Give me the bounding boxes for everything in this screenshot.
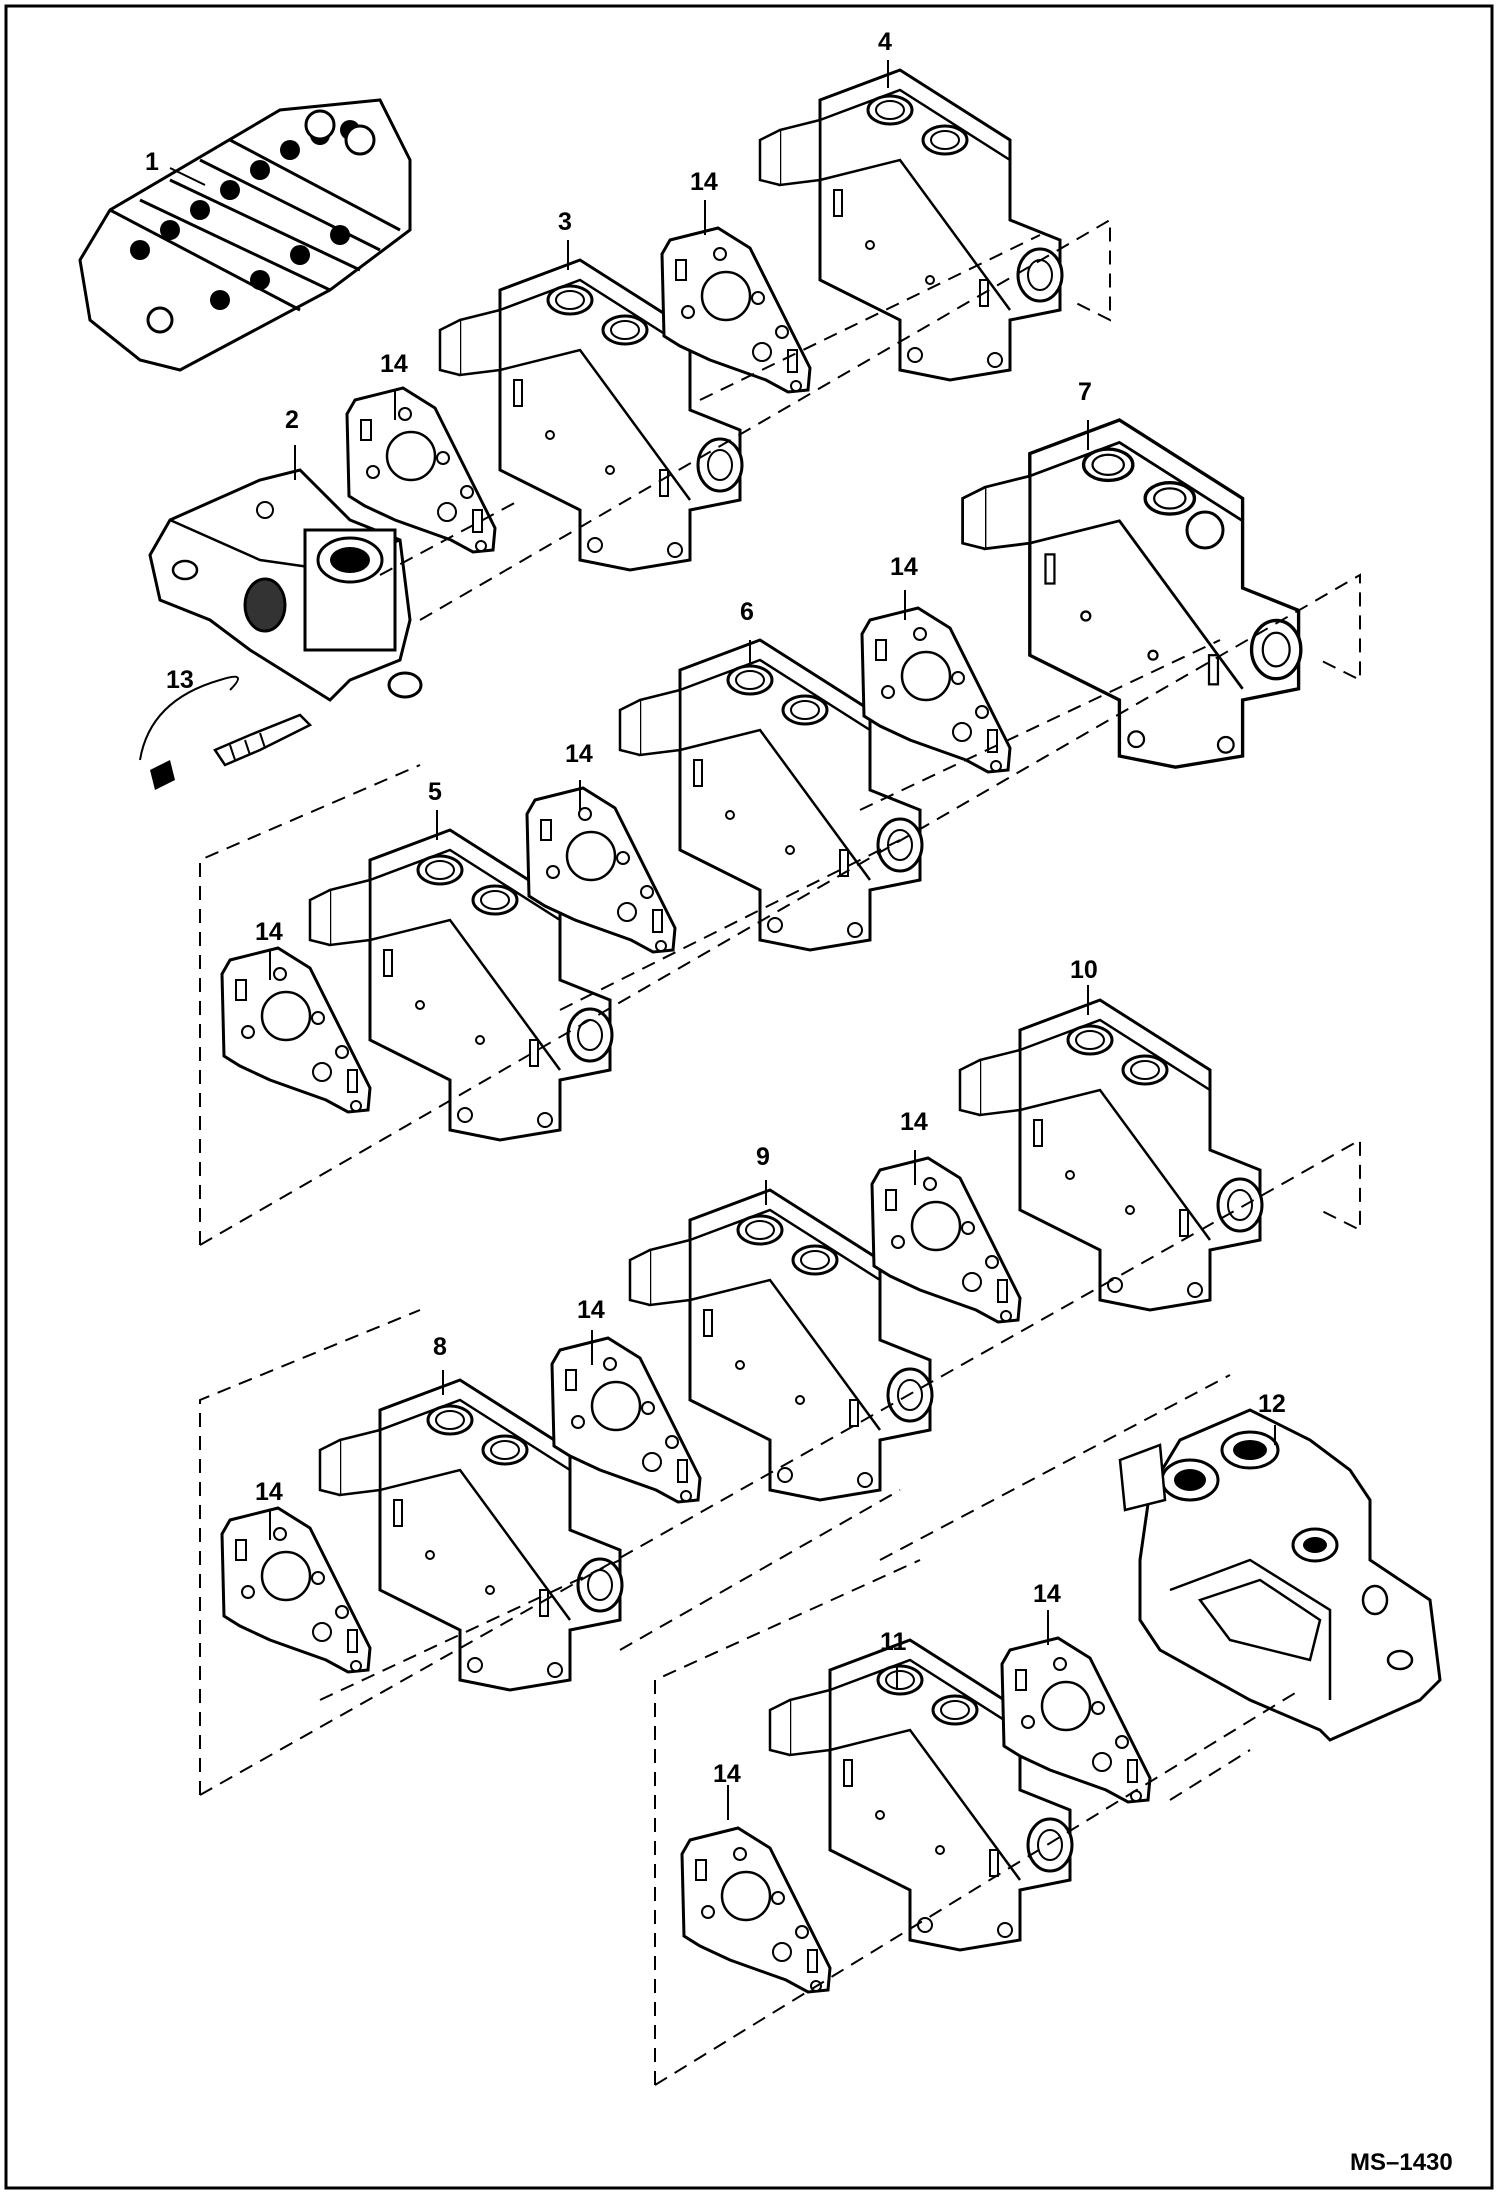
callout-14-e: 14 [255,918,283,946]
callout-9: 9 [756,1143,770,1171]
callout-14-h: 14 [255,1478,283,1506]
gasket-item-14-g [550,1336,702,1504]
gasket-item-14-d [860,606,1012,774]
callout-5: 5 [428,778,442,806]
valve-section-item-7 [960,418,1303,769]
gasket-item-14-e [220,946,372,1114]
callout-14-f: 14 [900,1108,928,1136]
relief-valve-item-13 [139,675,313,790]
inlet-section-item-2 [148,468,423,702]
diagram-code: MS–1430 [1350,2149,1453,2176]
gasket-item-14-f [870,1156,1022,1324]
callout-7: 7 [1078,378,1092,406]
callout-14-d: 14 [565,740,593,768]
outlet-section-item-12 [1118,1408,1442,1742]
gasket-item-14-j [680,1826,832,1994]
callout-1: 1 [145,148,159,176]
callout-14-a: 14 [690,168,718,196]
callout-14-g: 14 [577,1296,605,1324]
callout-6: 6 [740,598,754,626]
callout-12: 12 [1258,1390,1286,1418]
callout-3: 3 [558,208,572,236]
callout-14-j: 14 [713,1760,741,1788]
callout-14-i: 14 [1033,1580,1061,1608]
dashed-assembly-lines [199,218,1361,2086]
diagram-frame [4,4,1494,2190]
leader-lines [169,60,1276,1820]
callout-14-b: 14 [380,350,408,378]
gasket-item-14-h [220,1506,372,1674]
callout-11: 11 [880,1628,907,1656]
callout-2: 2 [285,406,299,434]
valve-section-item-10 [958,998,1264,1312]
gasket-item-14-i [1000,1636,1152,1804]
callout-13: 13 [166,666,194,694]
valve-section-item-4 [758,68,1064,382]
callout-8: 8 [433,1333,447,1361]
callout-4: 4 [878,28,892,56]
callout-10: 10 [1070,956,1098,984]
valve-assembly-item-1 [78,98,412,372]
callout-14-c: 14 [890,553,918,581]
